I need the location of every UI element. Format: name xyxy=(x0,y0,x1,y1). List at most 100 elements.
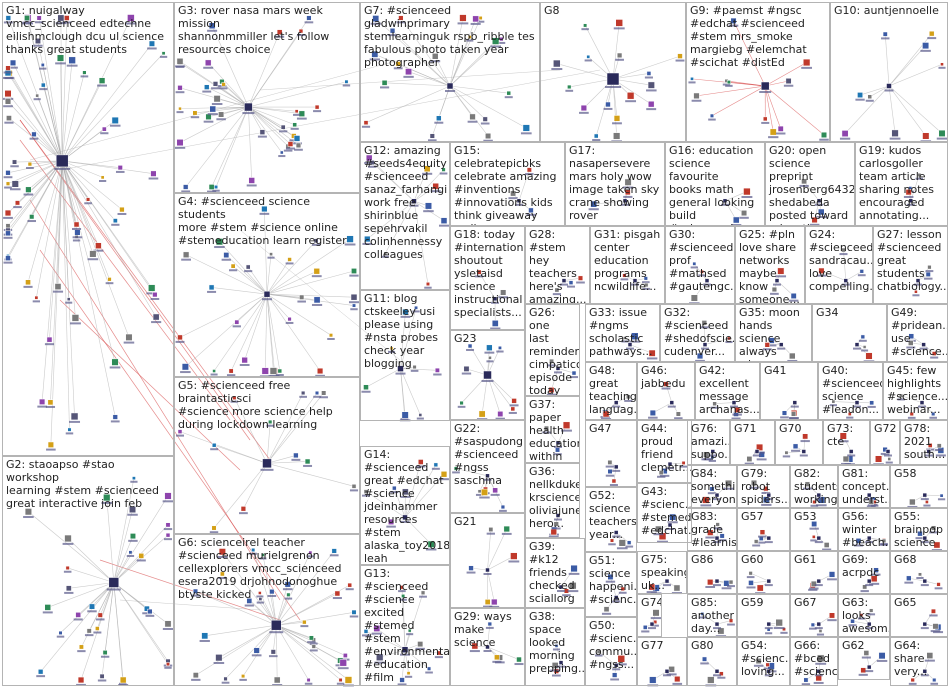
node xyxy=(859,269,864,274)
node-label-mark xyxy=(73,618,83,621)
node-label-mark xyxy=(496,350,504,353)
node xyxy=(616,52,623,59)
node xyxy=(248,177,255,184)
node xyxy=(240,506,247,512)
node xyxy=(111,116,119,124)
edge xyxy=(669,462,684,465)
node xyxy=(308,635,314,641)
node-label-mark xyxy=(66,64,78,67)
node xyxy=(4,90,12,98)
node xyxy=(803,58,811,67)
edge xyxy=(379,649,406,658)
node-label-mark xyxy=(77,650,86,653)
node-label-mark xyxy=(930,630,941,633)
node xyxy=(5,15,12,21)
hub-node xyxy=(760,81,770,91)
node-label-mark xyxy=(667,405,676,408)
node-label-mark xyxy=(115,170,125,173)
edge xyxy=(266,259,290,295)
node xyxy=(762,116,768,122)
node-label-mark xyxy=(841,462,851,465)
group-label-g70: G70 xyxy=(779,422,802,435)
group-label-g34: G34 xyxy=(816,306,839,319)
node xyxy=(801,178,808,185)
edge xyxy=(765,85,825,136)
node-label-mark xyxy=(62,21,72,24)
edge xyxy=(266,294,274,372)
group-label-g55: G55: brainpop science top... xyxy=(894,510,943,550)
node-label-mark xyxy=(717,539,727,542)
hub-node xyxy=(922,578,928,584)
group-label-g66: G66: #bced #scienc... xyxy=(794,639,838,678)
group-label-g32: G32: #scienceed #shedofscie... cudenver.… xyxy=(664,306,735,358)
node-label-mark xyxy=(101,501,113,504)
node-label-mark xyxy=(207,113,218,116)
node xyxy=(878,652,886,660)
node-label-mark xyxy=(808,588,818,591)
node xyxy=(4,209,12,217)
edge xyxy=(376,628,406,650)
node-label-mark xyxy=(756,458,767,461)
node xyxy=(756,443,764,451)
cross-edge xyxy=(59,69,601,171)
node xyxy=(269,367,278,375)
group-label-g1: G1: nuigalway vmcc_scienceed edtechne ei… xyxy=(6,4,165,56)
edge xyxy=(266,392,304,464)
node-label-mark xyxy=(290,127,299,130)
group-panel-g86: G86 xyxy=(687,551,737,594)
node xyxy=(234,319,240,325)
hub-node xyxy=(627,342,633,347)
node xyxy=(339,659,347,667)
node xyxy=(494,654,500,661)
node xyxy=(925,271,931,277)
node xyxy=(166,662,170,667)
node-label-mark xyxy=(3,71,13,74)
node xyxy=(790,411,797,417)
node-label-mark xyxy=(841,283,850,286)
node xyxy=(658,470,664,476)
node-label-mark xyxy=(3,105,13,108)
node-label-mark xyxy=(773,283,781,286)
node xyxy=(491,320,499,327)
node xyxy=(279,150,284,155)
node xyxy=(95,242,102,249)
edge xyxy=(101,582,115,677)
node xyxy=(865,352,873,360)
edge xyxy=(750,572,769,582)
group-panel-g16: G16: education science favourite books m… xyxy=(665,142,765,226)
node xyxy=(471,642,479,650)
node-label-mark xyxy=(514,663,524,666)
node xyxy=(497,411,504,417)
edge xyxy=(449,17,481,87)
node-label-mark xyxy=(920,627,929,630)
edge xyxy=(266,392,318,464)
hub-node xyxy=(483,370,492,380)
edge xyxy=(47,582,114,608)
edge xyxy=(236,293,268,323)
hub-node xyxy=(816,621,822,627)
node-label-mark xyxy=(293,113,301,116)
hub-node xyxy=(702,342,708,347)
group-panel-g31: G31: pisgah center education programs nc… xyxy=(590,226,665,304)
node xyxy=(302,619,307,625)
node-label-mark xyxy=(476,20,485,23)
edge xyxy=(844,85,890,134)
node-label-mark xyxy=(588,208,599,211)
node-label-mark xyxy=(467,120,478,123)
node xyxy=(789,352,796,360)
group-panel-g23: G23 xyxy=(450,330,525,420)
node-label-mark xyxy=(297,300,306,303)
group-label-g67: G67 xyxy=(794,596,817,609)
node xyxy=(392,485,397,491)
group-panel-g66: G66: #bced #scienc... xyxy=(790,637,838,686)
node xyxy=(86,197,91,202)
node-label-mark xyxy=(884,89,894,92)
node xyxy=(147,608,153,615)
edge xyxy=(557,368,575,374)
edge xyxy=(61,160,99,246)
node xyxy=(649,676,657,684)
node-label-mark xyxy=(731,417,741,420)
node xyxy=(917,172,922,177)
node-label-mark xyxy=(262,298,272,301)
hub-node xyxy=(866,535,872,541)
